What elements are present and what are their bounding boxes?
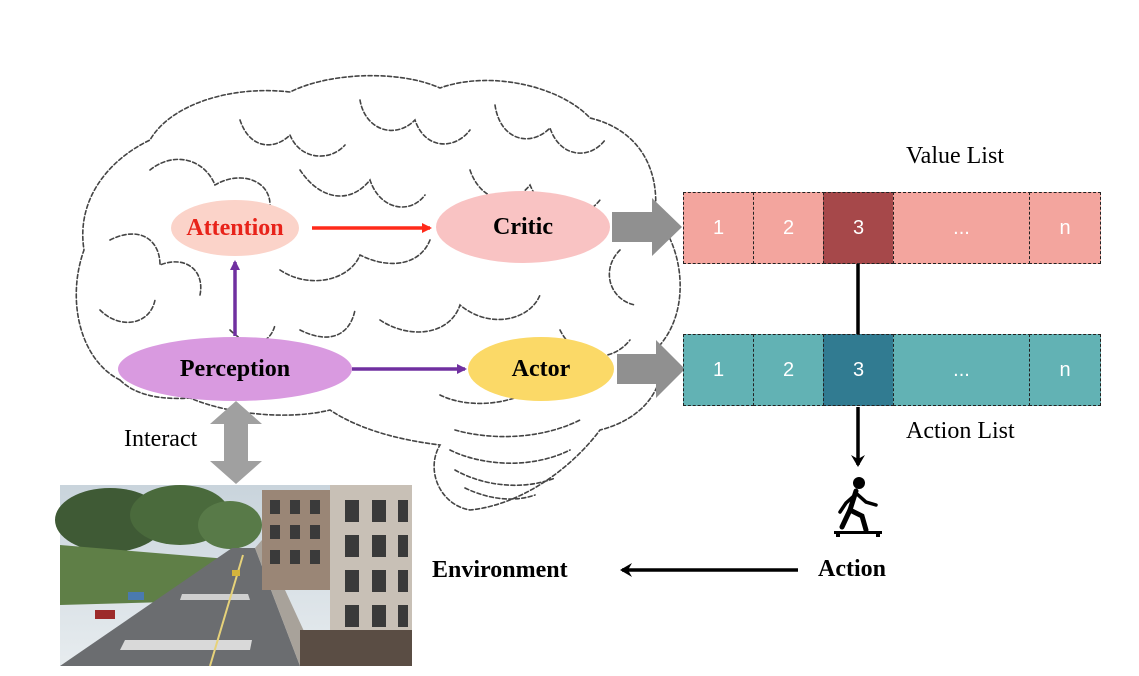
attention-node [171, 200, 299, 256]
critic-to-value-list-arrow [612, 198, 682, 256]
value-cell: n [1029, 192, 1101, 264]
attention-label: Attention [186, 214, 284, 241]
interact-double-arrow [210, 401, 262, 484]
action-cell: 1 [683, 334, 754, 406]
action-cell-selected: 3 [823, 334, 894, 406]
action-cell: 2 [752, 334, 825, 406]
value-cell: ... [892, 192, 1031, 264]
actor-node [468, 337, 614, 401]
actor-to-action-list-arrow [617, 340, 685, 398]
value-cell: 1 [683, 192, 754, 264]
critic-label: Critic [493, 213, 553, 240]
value-list: 1 2 3 ... n [683, 192, 1101, 264]
action-label: Action [818, 556, 886, 582]
value-cell: 2 [752, 192, 825, 264]
city-street-scene-image [55, 485, 412, 667]
action-cell: ... [892, 334, 1031, 406]
interact-label: Interact [124, 426, 198, 452]
critic-node [436, 191, 610, 263]
perception-node [118, 337, 352, 401]
action-list-title: Action List [906, 418, 1015, 444]
value-cell-selected: 3 [823, 192, 894, 264]
perception-label: Perception [179, 355, 291, 382]
action-list: 1 2 3 ... n [683, 334, 1101, 406]
walking-person-icon [834, 477, 882, 537]
value-list-title: Value List [906, 143, 1004, 169]
environment-label: Environment [432, 557, 568, 583]
actor-label: Actor [511, 355, 571, 382]
action-cell: n [1029, 334, 1101, 406]
